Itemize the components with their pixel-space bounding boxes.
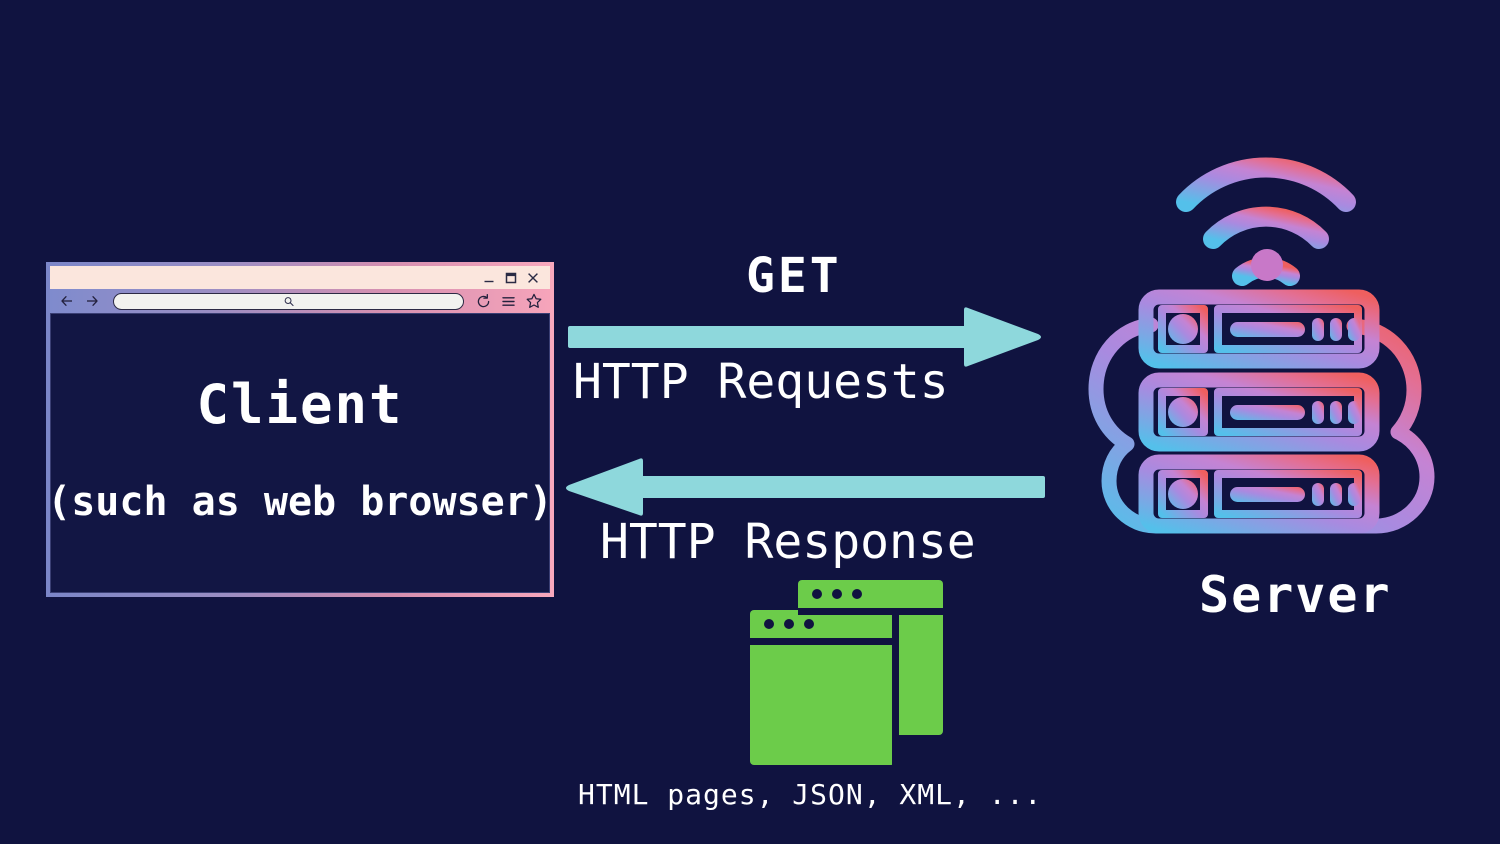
arrow-right-icon[interactable] [80, 290, 103, 312]
client-title: Client [196, 373, 404, 436]
request-method-label: GET [746, 248, 842, 304]
client-subtitle: (such as web browser) [47, 479, 553, 525]
close-icon[interactable] [522, 267, 544, 288]
server-label: Server [1199, 566, 1392, 624]
client-browser-window: Client (such as web browser) [46, 262, 554, 597]
payload-types-label: HTML pages, JSON, XML, ... [578, 778, 1043, 811]
maximize-icon[interactable] [500, 267, 522, 288]
http-requests-label: HTTP Requests [573, 354, 949, 410]
reload-icon[interactable] [472, 290, 495, 312]
cloud-server-wifi-icon [1058, 142, 1478, 542]
http-request-arrow [568, 306, 1043, 368]
minimize-icon[interactable] [478, 267, 500, 288]
http-response-label: HTTP Response [600, 514, 976, 570]
wifi-signal-dot-icon [1251, 249, 1283, 281]
search-icon [283, 296, 294, 307]
star-icon[interactable] [522, 290, 545, 312]
hamburger-menu-icon[interactable] [497, 290, 520, 312]
arrow-left-icon[interactable] [55, 290, 78, 312]
stacked-browser-windows-icon [748, 578, 948, 778]
address-bar[interactable] [113, 292, 464, 310]
http-response-arrow [563, 457, 1045, 517]
browser-viewport: Client (such as web browser) [47, 313, 553, 593]
browser-navbar [50, 289, 550, 313]
browser-titlebar [50, 266, 550, 289]
